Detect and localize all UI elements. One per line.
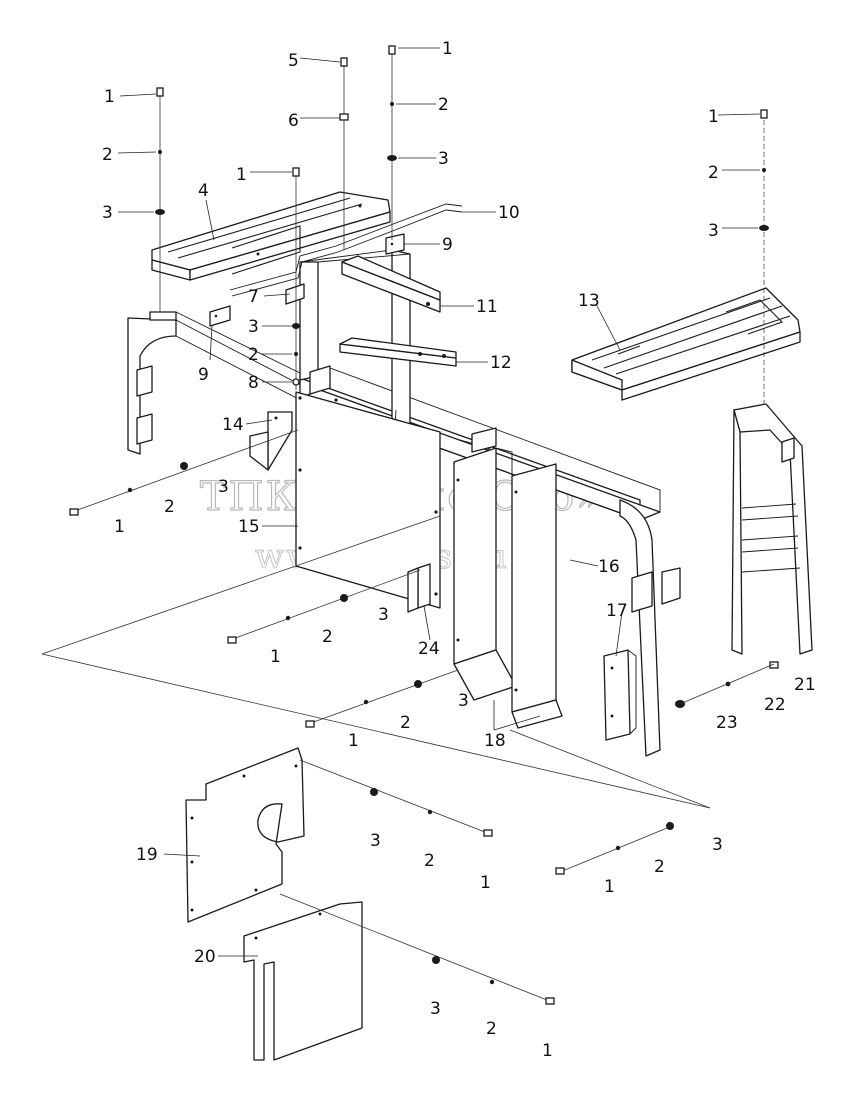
callout-5: 5 [288, 51, 299, 71]
callout-15: 15 [238, 517, 260, 537]
left-upper-frame [127, 311, 321, 455]
callout-2-p19: 2 [424, 851, 435, 871]
callout-leaders [117, 47, 761, 957]
callout-2-center: 2 [438, 95, 449, 115]
callout-11: 11 [476, 297, 498, 317]
bracket-11 [341, 255, 441, 313]
bracket-7 [285, 283, 305, 305]
callout-21: 21 [794, 675, 816, 695]
callout-1-p20: 1 [542, 1041, 553, 1061]
panels-16-18 [453, 447, 563, 729]
callout-1-row1: 1 [114, 517, 125, 537]
callout-1-p19: 1 [480, 873, 491, 893]
callout-14: 14 [222, 415, 244, 435]
panel-20 [243, 901, 363, 1061]
callout-1-lower-right: 1 [604, 877, 615, 897]
callout-2-right: 2 [708, 163, 719, 183]
callout-8: 8 [248, 373, 259, 393]
callout-22: 22 [764, 695, 786, 715]
callout-3-row1: 3 [218, 477, 229, 497]
callout-3-left: 3 [102, 203, 113, 223]
bracket-9-right [385, 233, 405, 255]
callout-6: 6 [288, 111, 299, 131]
deck-13 [571, 287, 801, 401]
callout-1-row2: 1 [270, 647, 281, 667]
callout-2-left: 2 [102, 145, 113, 165]
callout-3-p20: 3 [430, 999, 441, 1019]
callout-1-center: 1 [442, 39, 453, 59]
callout-2-row1: 2 [164, 497, 175, 517]
callout-1-right: 1 [708, 107, 719, 127]
panel-17 [603, 649, 637, 741]
callout-2-p20: 2 [486, 1019, 497, 1039]
callout-18: 18 [484, 731, 506, 751]
callout-20: 20 [194, 947, 216, 967]
callout-10: 10 [498, 203, 520, 223]
callout-3-center-left: 3 [248, 317, 259, 337]
callout-2-row2: 2 [322, 627, 333, 647]
fastener-axes [41, 45, 775, 1005]
callout-3-p19: 3 [370, 831, 381, 851]
callout-1-center-left: 1 [236, 165, 247, 185]
bracket-14 [249, 411, 293, 471]
bracket-12 [339, 337, 457, 367]
bracket-9-left [209, 305, 231, 327]
callout-19: 19 [136, 845, 158, 865]
deck-4 [151, 191, 391, 281]
callout-23: 23 [716, 713, 738, 733]
callout-3-lower-right: 3 [712, 835, 723, 855]
callout-17: 17 [606, 601, 628, 621]
callout-2-lower-right: 2 [654, 857, 665, 877]
callout-9-left: 9 [198, 365, 209, 385]
callout-3-right: 3 [708, 221, 719, 241]
callout-1-left: 1 [104, 87, 115, 107]
callout-3-row3: 3 [458, 691, 469, 711]
callout-7: 7 [248, 287, 259, 307]
callout-1-row3: 1 [348, 731, 359, 751]
callout-2-row3: 2 [400, 713, 411, 733]
callout-16: 16 [598, 557, 620, 577]
callout-3-row2: 3 [378, 605, 389, 625]
right-frame [731, 403, 813, 655]
callout-13: 13 [578, 291, 600, 311]
callout-2-center-left: 2 [248, 345, 259, 365]
panel-19 [185, 747, 305, 923]
callouts: 1 2 3 4 1 5 6 7 3 2 8 9 1 2 3 9 10 11 12… [102, 39, 816, 1061]
callout-24: 24 [418, 639, 440, 659]
bracket-24 [407, 563, 431, 613]
callout-9-right: 9 [442, 235, 453, 255]
callout-4: 4 [198, 181, 209, 201]
panel-15 [295, 391, 441, 609]
callout-12: 12 [490, 353, 512, 373]
callout-3-center: 3 [438, 149, 449, 169]
